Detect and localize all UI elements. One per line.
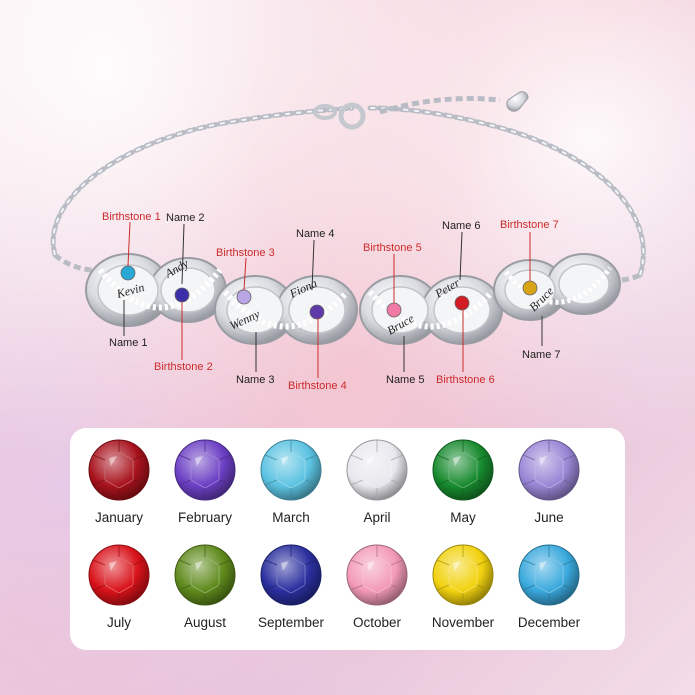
label-name-7: Name 7 xyxy=(522,349,561,361)
label-birthstone-7: Birthstone 7 xyxy=(500,219,559,231)
leader-name-2 xyxy=(181,223,185,285)
birthstone-month-label: March xyxy=(272,510,310,525)
birthstone-july xyxy=(88,544,150,606)
chain xyxy=(369,107,645,276)
charm-1 xyxy=(85,253,227,327)
birthstone-month-label: May xyxy=(450,510,476,525)
birthstone-month-label: April xyxy=(363,510,391,525)
birthstone-february xyxy=(174,439,236,501)
chain xyxy=(52,107,353,256)
leader-name-4 xyxy=(311,239,315,291)
birthstone-november xyxy=(432,544,494,606)
label-birthstone-6: Birthstone 6 xyxy=(436,374,495,386)
birthstone-month-label: January xyxy=(94,510,144,525)
birthstone-month-label: November xyxy=(431,615,495,630)
birthstone-october xyxy=(346,544,408,606)
birthstone-month-label: July xyxy=(106,615,131,630)
birthstone-september xyxy=(260,544,322,606)
stone-2 xyxy=(174,287,190,303)
stone-6 xyxy=(454,295,470,311)
birthstone-month-label: February xyxy=(177,510,233,525)
stone-4 xyxy=(309,304,325,320)
charm-2 xyxy=(214,275,358,345)
birthstone-month-label: December xyxy=(517,615,581,630)
birthstone-month-label: August xyxy=(183,615,227,630)
label-birthstone-5: Birthstone 5 xyxy=(363,242,422,254)
bracelet-illustration: Kevin Andy Wenny Fiona Bruce Peter Bruce xyxy=(50,91,646,378)
birthstone-april xyxy=(346,439,408,501)
charm-3 xyxy=(359,275,503,345)
stone-1 xyxy=(120,265,136,281)
label-birthstone-3: Birthstone 3 xyxy=(216,247,275,259)
stone-5 xyxy=(386,302,402,318)
extension-chain xyxy=(379,96,501,115)
leader-birthstone-3 xyxy=(243,257,247,291)
birthstone-august xyxy=(174,544,236,606)
label-birthstone-4: Birthstone 4 xyxy=(288,380,347,392)
stone-7 xyxy=(522,280,538,296)
birthstone-month-label: June xyxy=(534,510,564,525)
label-name-1: Name 1 xyxy=(109,337,148,349)
leader-birthstone-1 xyxy=(127,221,131,267)
birthstone-may xyxy=(432,439,494,501)
birthstone-month-label: October xyxy=(352,615,402,630)
charm-4 xyxy=(493,253,621,321)
tag-ring xyxy=(313,104,337,120)
birthstone-january xyxy=(88,439,150,501)
label-name-2: Name 2 xyxy=(166,212,205,224)
charm-stones xyxy=(120,265,538,320)
heart-charm xyxy=(506,91,529,112)
label-name-5: Name 5 xyxy=(386,374,425,386)
label-name-6: Name 6 xyxy=(442,220,481,232)
birthstone-december xyxy=(518,544,580,606)
stone-3 xyxy=(236,289,252,305)
birthstone-june xyxy=(518,439,580,501)
label-name-4: Name 4 xyxy=(296,228,335,240)
leader-name-6 xyxy=(459,231,463,281)
birthstone-march xyxy=(260,439,322,501)
clasp xyxy=(338,102,366,130)
label-birthstone-2: Birthstone 2 xyxy=(154,361,213,373)
label-name-3: Name 3 xyxy=(236,374,275,386)
birthstone-month-label: September xyxy=(257,615,325,630)
label-birthstone-1: Birthstone 1 xyxy=(102,211,161,223)
